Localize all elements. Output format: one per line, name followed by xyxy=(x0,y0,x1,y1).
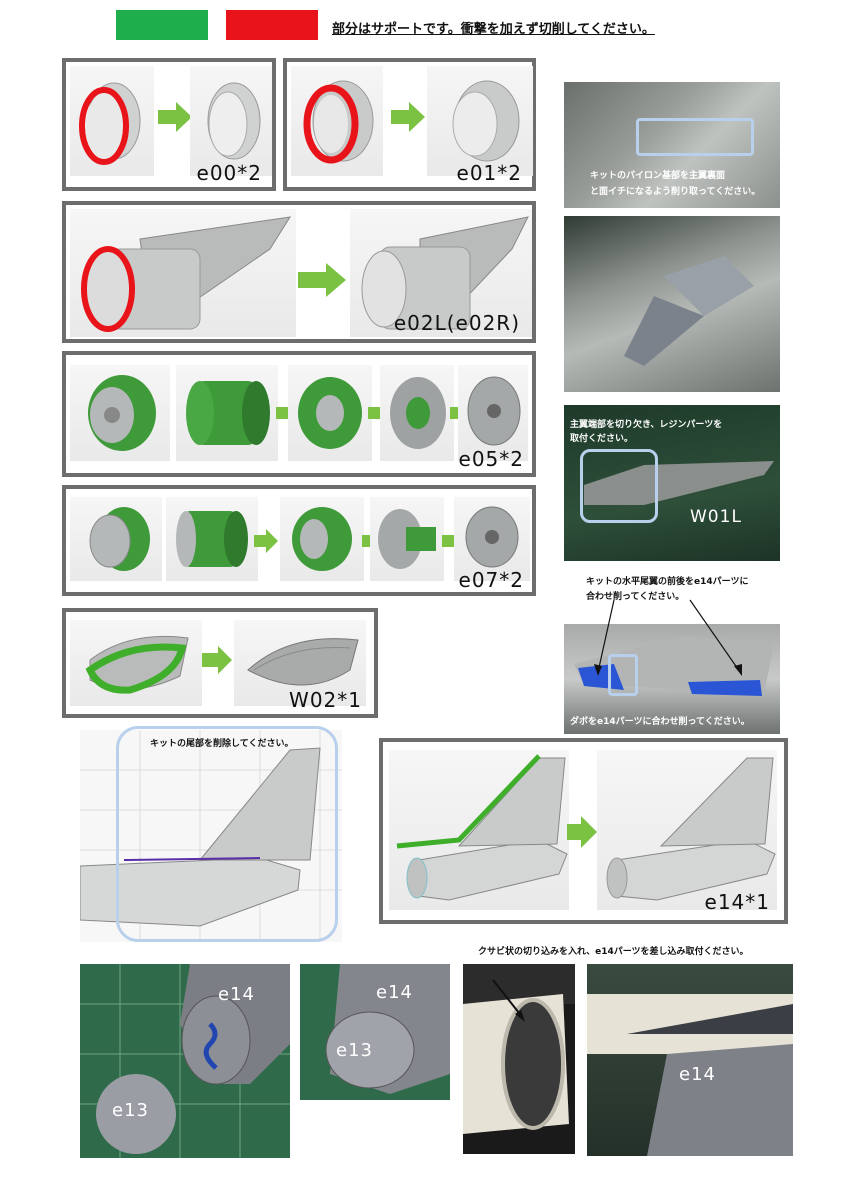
wingtip-note-line1: 主翼端部を切り欠き、レジンパーツを xyxy=(570,420,723,430)
arrow-icon xyxy=(391,102,425,132)
wingtip-label: W01L xyxy=(690,507,742,527)
cad-e07-rotor xyxy=(280,497,364,581)
dowel-note: ダボをe14パーツに合わせ削ってください。 xyxy=(570,717,750,727)
red-swatch xyxy=(226,10,318,40)
cad-e00-after xyxy=(190,66,272,176)
photo-e14-inserted: e14 xyxy=(587,964,793,1156)
photo2-e13-label: e13 xyxy=(336,1040,373,1061)
cad-e07-fan xyxy=(70,497,162,581)
arrow-icon xyxy=(254,529,278,553)
photo-slot-cut xyxy=(463,964,575,1154)
stab-note-line1: キットの水平尾翼の前後をe14パーツに xyxy=(586,577,749,587)
cad-w02-after xyxy=(234,620,366,706)
arrow-icon xyxy=(298,263,346,297)
green-swatch xyxy=(116,10,208,40)
cad-e14-after xyxy=(597,750,777,910)
arrow-icon xyxy=(158,102,192,132)
frame-w02: W02*1 xyxy=(62,608,378,718)
highlight-box xyxy=(608,654,638,696)
pylon-note-line1: キットのパイロン基部を主翼裏面 xyxy=(590,171,726,181)
photo1-e13-label: e13 xyxy=(112,1100,149,1121)
cad-w02-before xyxy=(70,620,202,706)
cad-e00-before xyxy=(70,66,154,176)
slot-note: クサビ状の切り込みを入れ、e14パーツを差し込み取付ください。 xyxy=(478,947,749,957)
photo-e13-e14-2: e14 e13 xyxy=(300,964,450,1100)
frame-e00: e00*2 xyxy=(62,58,276,191)
frame-e07: e07*2 xyxy=(62,485,536,596)
highlight-box xyxy=(636,118,754,156)
photo2-e14-label: e14 xyxy=(376,982,413,1003)
cad-e05-blades xyxy=(380,365,454,461)
cad-e05-final xyxy=(458,365,528,461)
cad-e14-before xyxy=(389,750,569,910)
cad-e01-before xyxy=(291,66,383,176)
pointer-arrow xyxy=(594,599,742,676)
frame-e05: e05*2 xyxy=(62,351,536,477)
photo-stabilizer: ダボをe14パーツに合わせ削ってください。 xyxy=(564,624,780,734)
stab-note-line2: 合わせ削ってください。 xyxy=(586,592,685,602)
tail-cut-note: キットの尾部を削除してください。 xyxy=(150,739,294,749)
frame-e02: e02L(e02R) xyxy=(62,201,536,343)
photo1-e14-label: e14 xyxy=(218,984,255,1005)
cad-e05-rotor xyxy=(288,365,372,461)
cad-tail-kit xyxy=(80,730,342,942)
highlight-box xyxy=(580,449,658,523)
part-label-e01: e01*2 xyxy=(456,161,522,185)
part-label-e07: e07*2 xyxy=(458,568,524,592)
cad-e02-before xyxy=(70,209,296,337)
frame-e14: e14*1 xyxy=(379,738,788,924)
photo-nacelle-mounted xyxy=(564,216,780,392)
part-label-e14: e14*1 xyxy=(704,890,770,914)
arrow-icon xyxy=(202,646,232,674)
frame-e01: e01*2 xyxy=(283,58,536,191)
part-label-e02: e02L(e02R) xyxy=(393,311,520,335)
part-label-w02: W02*1 xyxy=(289,688,362,712)
cad-e07-case xyxy=(166,497,258,581)
arrow-icon xyxy=(567,816,597,848)
part-label-e00: e00*2 xyxy=(196,161,262,185)
support-note: 部分はサポートです。衝撃を加えず切削してください。 xyxy=(332,22,655,37)
cad-e05-fan xyxy=(70,365,170,461)
cad-e01-after xyxy=(427,66,533,176)
photo4-e14-label: e14 xyxy=(679,1064,716,1085)
cad-e07-final xyxy=(454,497,530,581)
photo-wingtip: 主翼端部を切り欠き、レジンパーツを 取付ください。 W01L xyxy=(564,405,780,561)
photo-pylon-base: キットのパイロン基部を主翼裏面 と面イチになるよう削り取ってください。 xyxy=(564,82,780,208)
photo-e13-e14-1: e14 e13 xyxy=(80,964,290,1158)
part-label-e05: e05*2 xyxy=(458,447,524,471)
pylon-note-line2: と面イチになるよう削り取ってください。 xyxy=(590,187,761,197)
cad-e07-shaft xyxy=(370,497,444,581)
cad-e02-after xyxy=(350,209,532,337)
highlight-box xyxy=(116,726,338,942)
wingtip-note-line2: 取付ください。 xyxy=(570,434,634,444)
cad-e05-case xyxy=(176,365,278,461)
